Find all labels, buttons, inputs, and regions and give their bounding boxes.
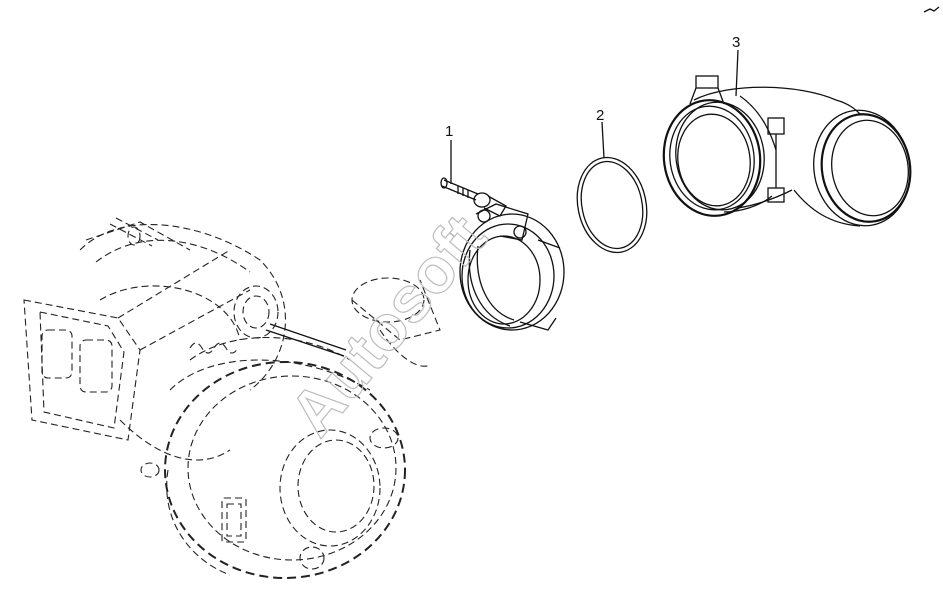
watermark-text: Autosoft <box>276 201 500 449</box>
clamp-band-outer <box>459 213 565 331</box>
turbine-inlet-flange <box>23 249 251 441</box>
spring-coil <box>189 342 239 354</box>
leader-line-2 <box>601 121 605 159</box>
elbow-bracket-mid <box>767 117 785 203</box>
callout-1: 1 <box>445 123 453 140</box>
elbow-pipe: 3 <box>662 34 912 227</box>
wastegate-actuator <box>233 277 441 367</box>
clamp-bolt <box>440 177 507 217</box>
turbine-housing <box>79 221 286 478</box>
turbocharger-assembly <box>23 217 441 579</box>
callout-2: 2 <box>596 107 604 124</box>
elbow-bracket-top <box>689 75 725 105</box>
callout-3: 3 <box>732 34 740 51</box>
oil-line-fitting <box>109 217 159 247</box>
watermark: Autosoft <box>275 201 500 450</box>
corner-mark <box>923 6 940 13</box>
o-ring-seal: 2 <box>576 107 648 254</box>
turbo-shaft <box>265 323 347 357</box>
v-band-clamp: 1 <box>440 123 565 331</box>
leader-line-3 <box>735 49 739 97</box>
compressor-housing <box>164 336 406 579</box>
